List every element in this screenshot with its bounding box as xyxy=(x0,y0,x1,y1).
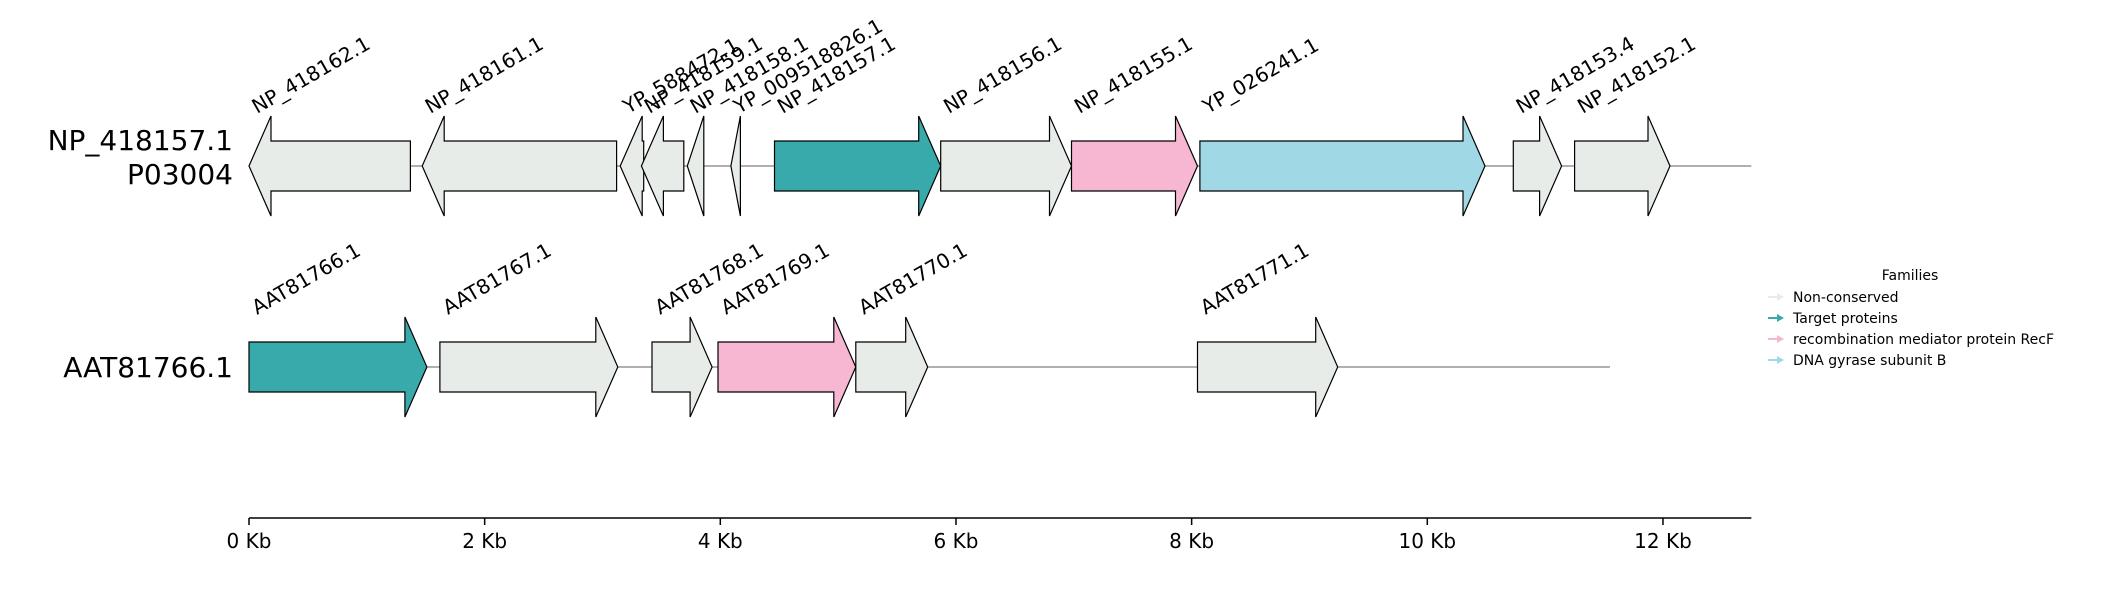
gene-arrow-NP_418155.1[interactable] xyxy=(1070,115,1199,217)
x-tick-label: 12 Kb xyxy=(1634,529,1692,553)
gene-label: AAT81767.1 xyxy=(438,238,555,319)
x-axis: 0 Kb 2 Kb 4 Kb 6 Kb 8 Kb 10 Kb 12 Kb xyxy=(227,517,1752,553)
gene-arrow-AAT81768.1[interactable] xyxy=(651,316,713,418)
legend-arrow-icon xyxy=(1777,293,1784,301)
gene-label: NP_418156.1 xyxy=(939,31,1066,118)
gene-label: NP_418161.1 xyxy=(421,31,548,118)
legend-item-gyrb: DNA gyrase subunit B xyxy=(1768,353,1946,369)
legend-label: Target proteins xyxy=(1792,311,1898,327)
legend-arrow-icon xyxy=(1777,356,1784,364)
legend-item-recf: recombination mediator protein RecF xyxy=(1768,332,2054,348)
x-tick-label: 0 Kb xyxy=(227,529,272,553)
gene-label: AAT81766.1 xyxy=(248,238,365,319)
x-tick-label: 8 Kb xyxy=(1169,529,1214,553)
gene-arrow-AAT81770.1[interactable] xyxy=(855,316,929,418)
x-tick-label: 6 Kb xyxy=(934,529,979,553)
gene-arrow-YP_588472.1[interactable] xyxy=(619,115,645,217)
legend-item-target: Target proteins xyxy=(1768,311,1898,327)
x-tick-label: 10 Kb xyxy=(1398,529,1456,553)
gene-arrow-NP_418152.1[interactable] xyxy=(1573,115,1671,217)
legend-title: Families xyxy=(1882,268,1939,284)
gene-arrow-YP_026241.1[interactable] xyxy=(1199,115,1486,217)
gene-label: AAT81771.1 xyxy=(1196,238,1313,319)
legend-label: DNA gyrase subunit B xyxy=(1793,353,1946,369)
gene-arrow-AAT81769.1[interactable] xyxy=(717,316,857,418)
track-label: P03004 xyxy=(127,158,233,191)
gene-arrow-YP_009518826.1[interactable] xyxy=(730,115,742,217)
track-label: NP_418157.1 xyxy=(48,124,233,157)
legend-arrow-icon xyxy=(1777,335,1784,343)
gene-arrow-NP_418162.1[interactable] xyxy=(248,115,411,217)
gene-arrow-NP_418159.1[interactable] xyxy=(640,115,685,217)
track-label: AAT81766.1 xyxy=(63,351,233,384)
x-tick-label: 2 Kb xyxy=(462,529,507,553)
legend-arrow-icon xyxy=(1777,314,1784,322)
gene-arrow-NP_418157.1[interactable] xyxy=(773,115,942,217)
gene-arrow-NP_418161.1[interactable] xyxy=(421,115,618,217)
gene-arrow-NP_418153.4[interactable] xyxy=(1512,115,1563,217)
gene-arrow-AAT81766.1[interactable] xyxy=(248,316,428,418)
gene-label: NP_418155.1 xyxy=(1070,31,1197,118)
gene-arrow-AAT81771.1[interactable] xyxy=(1196,316,1339,418)
gene-label: NP_418162.1 xyxy=(248,31,375,118)
gene-label: AAT81770.1 xyxy=(854,238,971,319)
gene-arrow-NP_418158.1[interactable] xyxy=(686,115,705,217)
legend-label: recombination mediator protein RecF xyxy=(1793,332,2054,348)
legend-label: Non-conserved xyxy=(1793,290,1899,306)
gene-label: YP_026241.1 xyxy=(1198,33,1323,119)
gene-arrow-AAT81767.1[interactable] xyxy=(439,316,619,418)
gene-arrow-NP_418156.1[interactable] xyxy=(940,115,1073,217)
legend-item-nc: Non-conserved xyxy=(1768,290,1899,306)
x-tick-label: 4 Kb xyxy=(698,529,743,553)
